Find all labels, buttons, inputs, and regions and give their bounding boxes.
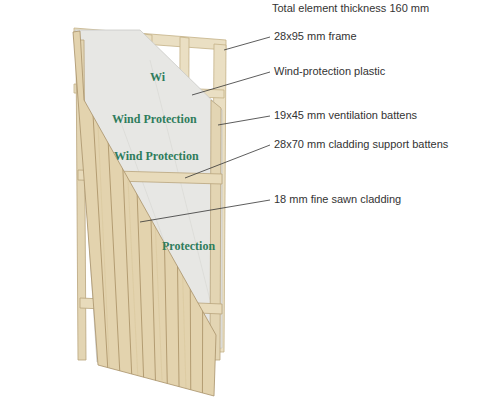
print-watermark: Wind Protection bbox=[112, 113, 197, 126]
callout-label: 19x45 mm ventilation battens bbox=[274, 109, 417, 122]
note-text: Total element thickness 160 mm bbox=[272, 2, 429, 15]
leader-lines bbox=[140, 37, 270, 222]
print-watermark: Protection bbox=[162, 240, 215, 253]
cladding bbox=[60, 20, 230, 400]
callout-label: 18 mm fine sawn cladding bbox=[274, 193, 401, 206]
print-watermark: Wi bbox=[150, 71, 165, 84]
print-watermark: Wind Protection bbox=[114, 150, 199, 163]
callout-label: 28x95 mm frame bbox=[274, 30, 357, 43]
callout-label: 28x70 mm cladding support battens bbox=[274, 138, 448, 151]
cladding-outline bbox=[73, 31, 216, 396]
callout-label: Wind-protection plastic bbox=[274, 65, 385, 78]
